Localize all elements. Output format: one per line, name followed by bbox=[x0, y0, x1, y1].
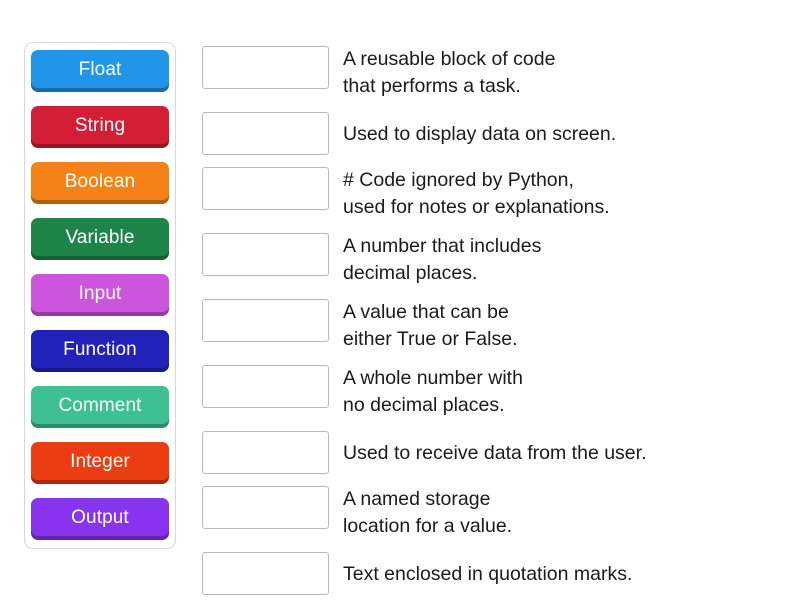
tile-face: Output bbox=[31, 498, 169, 536]
tile-label: Input bbox=[78, 282, 122, 304]
match-row: A named storage location for a value. bbox=[202, 486, 782, 540]
match-rows-area: A reusable block of code that performs a… bbox=[202, 46, 782, 595]
tile-integer[interactable]: Integer bbox=[31, 442, 169, 484]
drop-slot[interactable] bbox=[202, 365, 329, 408]
tile-label: Integer bbox=[70, 450, 130, 472]
tile-label: Boolean bbox=[64, 170, 136, 192]
definition-text: # Code ignored by Python, used for notes… bbox=[343, 169, 610, 218]
drop-slot[interactable] bbox=[202, 431, 329, 474]
drop-slot[interactable] bbox=[202, 552, 329, 595]
tile-boolean[interactable]: Boolean bbox=[31, 162, 169, 204]
tile-face: Input bbox=[31, 274, 169, 312]
tile-function[interactable]: Function bbox=[31, 330, 169, 372]
tile-face: Function bbox=[31, 330, 169, 368]
tile-label: Float bbox=[78, 58, 122, 80]
match-row: A number that includes decimal places. bbox=[202, 233, 782, 287]
tile-label: String bbox=[74, 114, 126, 136]
tile-output[interactable]: Output bbox=[31, 498, 169, 540]
definition-text: A value that can be either True or False… bbox=[343, 301, 518, 350]
tile-label: Variable bbox=[65, 226, 135, 248]
tile-face: Comment bbox=[31, 386, 169, 424]
drop-slot[interactable] bbox=[202, 486, 329, 529]
tile-label: Function bbox=[63, 338, 137, 360]
tile-face: Boolean bbox=[31, 162, 169, 200]
drop-slot[interactable] bbox=[202, 167, 329, 210]
definition-text: A number that includes decimal places. bbox=[343, 235, 542, 284]
match-row: Used to display data on screen. bbox=[202, 112, 782, 155]
tile-input[interactable]: Input bbox=[31, 274, 169, 316]
definition-text: A named storage location for a value. bbox=[343, 488, 513, 537]
definition-text: Text enclosed in quotation marks. bbox=[343, 563, 633, 585]
definition-text: A reusable block of code that performs a… bbox=[343, 48, 556, 97]
tile-float[interactable]: Float bbox=[31, 50, 169, 92]
tile-face: Variable bbox=[31, 218, 169, 256]
tile-comment[interactable]: Comment bbox=[31, 386, 169, 428]
tile-string[interactable]: String bbox=[31, 106, 169, 148]
definition-text: Used to receive data from the user. bbox=[343, 442, 647, 464]
tile-face: Float bbox=[31, 50, 169, 88]
tile-label: Comment bbox=[58, 394, 142, 416]
drop-slot[interactable] bbox=[202, 233, 329, 276]
tile-face: String bbox=[31, 106, 169, 144]
drop-slot[interactable] bbox=[202, 299, 329, 342]
drop-slot[interactable] bbox=[202, 112, 329, 155]
definition-text: Used to display data on screen. bbox=[343, 123, 617, 145]
tile-label: Output bbox=[71, 506, 129, 528]
match-row: Used to receive data from the user. bbox=[202, 431, 782, 474]
match-row: # Code ignored by Python, used for notes… bbox=[202, 167, 782, 221]
match-row: A whole number with no decimal places. bbox=[202, 365, 782, 419]
tile-face: Integer bbox=[31, 442, 169, 480]
match-row: A value that can be either True or False… bbox=[202, 299, 782, 353]
tile-variable[interactable]: Variable bbox=[31, 218, 169, 260]
match-row: Text enclosed in quotation marks. bbox=[202, 552, 782, 595]
match-row: A reusable block of code that performs a… bbox=[202, 46, 782, 100]
definition-text: A whole number with no decimal places. bbox=[343, 367, 523, 416]
drop-slot[interactable] bbox=[202, 46, 329, 89]
